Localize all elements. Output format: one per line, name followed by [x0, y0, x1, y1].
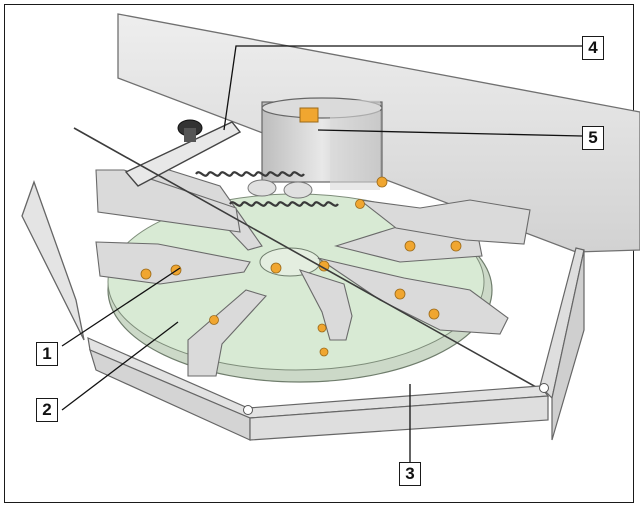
hub-detail [247, 107, 319, 199]
callout-3-label: 3 [405, 464, 415, 483]
leader-2 [61, 321, 179, 411]
leader-1 [61, 267, 181, 347]
callout-4: 4 [582, 36, 604, 60]
callout-2: 2 [36, 398, 58, 422]
callout-5-label: 5 [588, 128, 598, 147]
front-housing [87, 247, 585, 441]
callout-2-label: 2 [42, 400, 52, 419]
spring-coil [195, 171, 339, 207]
left-side-shield [21, 180, 85, 341]
drive-column [261, 97, 383, 190]
callout-3: 3 [399, 462, 421, 486]
leader-4 [223, 45, 582, 131]
leader-5 [317, 129, 583, 137]
callout-4-label: 4 [588, 38, 598, 57]
callout-5: 5 [582, 126, 604, 150]
callout-1: 1 [36, 342, 58, 366]
adjustment-lever [124, 119, 242, 187]
callout-leaders [61, 45, 583, 462]
guide-bar [73, 127, 553, 397]
callout-1-label: 1 [42, 344, 52, 363]
